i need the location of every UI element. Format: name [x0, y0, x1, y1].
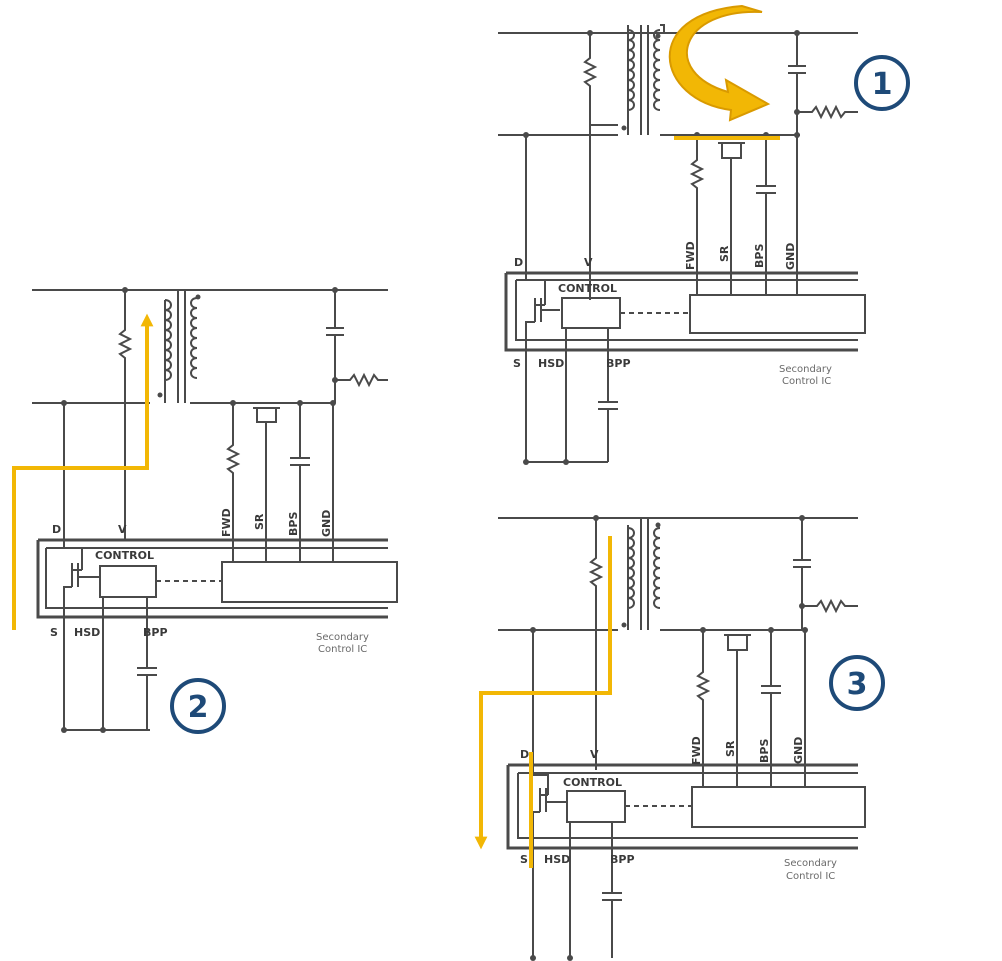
secondary-control-block: [689, 294, 866, 334]
secondary-winding: [653, 527, 661, 609]
ic-package: [504, 271, 858, 352]
bpp-capacitor: [598, 328, 618, 462]
label-hsd: HSD: [74, 626, 100, 639]
label-fwd: FWD: [684, 241, 697, 270]
bps-capacitor: [756, 135, 776, 295]
current-path-arrow-3: [474, 536, 612, 850]
label-secondary: Secondary: [784, 858, 837, 869]
ic-inner-frame: [515, 279, 858, 341]
sr-mosfet: [253, 407, 280, 562]
bps-capacitor: [290, 403, 310, 562]
badge-1-number: 1: [872, 67, 893, 102]
label-fwd: FWD: [220, 508, 233, 537]
bps-capacitor: [761, 630, 781, 787]
fwd-resistor: [225, 403, 241, 562]
transformer-core: [640, 25, 649, 135]
circuit-2-dots: [61, 287, 338, 733]
label-sr: SR: [253, 513, 266, 530]
control-block: [99, 565, 157, 598]
control-block: [566, 790, 626, 823]
badge-2: 2: [170, 678, 226, 734]
output-rc: [326, 290, 388, 403]
label-bps: BPS: [287, 512, 300, 536]
label-gnd: GND: [320, 510, 333, 537]
circuit-1: [498, 24, 866, 463]
transformer-core: [177, 290, 186, 403]
label-control-ic: Control IC: [786, 871, 835, 882]
label-v: V: [584, 256, 593, 269]
circuit-3-dots: [530, 515, 808, 961]
label-control-ic: Control IC: [782, 376, 831, 387]
label-s: S: [513, 357, 521, 370]
badge-1: 1: [854, 55, 910, 111]
label-hsd: HSD: [544, 853, 570, 866]
primary-resistor-v: [588, 518, 604, 770]
ic-package: [36, 538, 388, 619]
label-control-ic: Control IC: [318, 644, 367, 655]
primary-winding: [164, 299, 172, 403]
label-bps: BPS: [753, 244, 766, 268]
sr-mosfet: [718, 142, 745, 295]
label-secondary: Secondary: [316, 632, 369, 643]
primary-switch: [532, 630, 566, 958]
sr-mosfet: [724, 634, 751, 787]
circuit-3: [498, 517, 866, 958]
label-d: D: [514, 256, 523, 269]
circuit-2: [32, 289, 398, 731]
primary-winding: [627, 25, 635, 135]
secondary-control-block: [221, 561, 398, 603]
label-v: V: [118, 523, 127, 536]
secondary-winding: [653, 24, 665, 111]
badge-3-number: 3: [847, 667, 868, 702]
label-s: S: [50, 626, 58, 639]
output-rc: [788, 33, 858, 135]
label-sr: SR: [724, 740, 737, 757]
output-rc: [793, 518, 858, 630]
label-s: S: [520, 853, 528, 866]
bpp-capacitor: [137, 597, 157, 730]
label-bpp: BPP: [606, 357, 631, 370]
label-control: CONTROL: [95, 549, 154, 562]
primary-resistor: [582, 33, 618, 126]
current-path-arrow-2: [12, 313, 154, 630]
label-secondary: Secondary: [779, 364, 832, 375]
label-control: CONTROL: [563, 776, 622, 789]
primary-winding: [627, 525, 635, 630]
label-fwd: FWD: [690, 736, 703, 765]
label-v: V: [590, 748, 599, 761]
bpp-capacitor: [602, 822, 622, 958]
secondary-winding: [190, 297, 198, 379]
label-sr: SR: [718, 245, 731, 262]
ic-inner-frame: [517, 772, 858, 839]
label-gnd: GND: [784, 243, 797, 270]
label-gnd: GND: [792, 737, 805, 764]
label-d: D: [520, 748, 529, 761]
badge-2-number: 2: [188, 690, 209, 725]
energy-transfer-arrow: [668, 4, 771, 122]
secondary-control-block: [691, 786, 866, 828]
label-bpp: BPP: [610, 853, 635, 866]
label-bps: BPS: [758, 739, 771, 763]
label-bpp: BPP: [143, 626, 168, 639]
badge-3: 3: [829, 655, 885, 711]
transformer-core: [640, 518, 649, 630]
label-hsd: HSD: [538, 357, 564, 370]
primary-resistor-v: [117, 290, 133, 540]
ic-inner-frame: [45, 547, 388, 609]
control-block: [561, 297, 621, 329]
fwd-resistor: [689, 135, 705, 295]
ic-package: [506, 763, 858, 850]
fwd-resistor: [695, 630, 711, 787]
label-control: CONTROL: [558, 282, 617, 295]
label-d: D: [52, 523, 61, 536]
